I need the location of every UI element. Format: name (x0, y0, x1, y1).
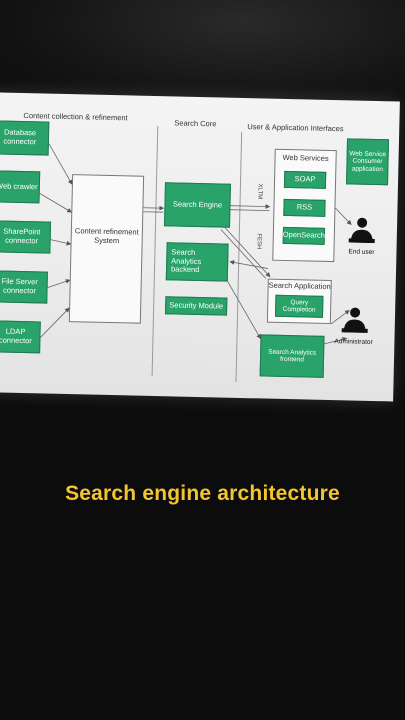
administrator-label: Administrator (334, 338, 373, 346)
projected-slide: Content collection & refinement Search C… (0, 92, 400, 411)
end-user-label: End user (348, 248, 375, 256)
slide-surface: Content collection & refinement Search C… (0, 92, 400, 402)
diagram-lines (39, 143, 375, 345)
edge-label-2: FESH (255, 233, 262, 250)
edge-label-1: XLTM (256, 183, 263, 200)
video-caption: Search engine architecture (65, 482, 340, 505)
background-top (0, 0, 405, 110)
end-user-icon (348, 217, 375, 243)
administrator-icon (341, 307, 368, 333)
